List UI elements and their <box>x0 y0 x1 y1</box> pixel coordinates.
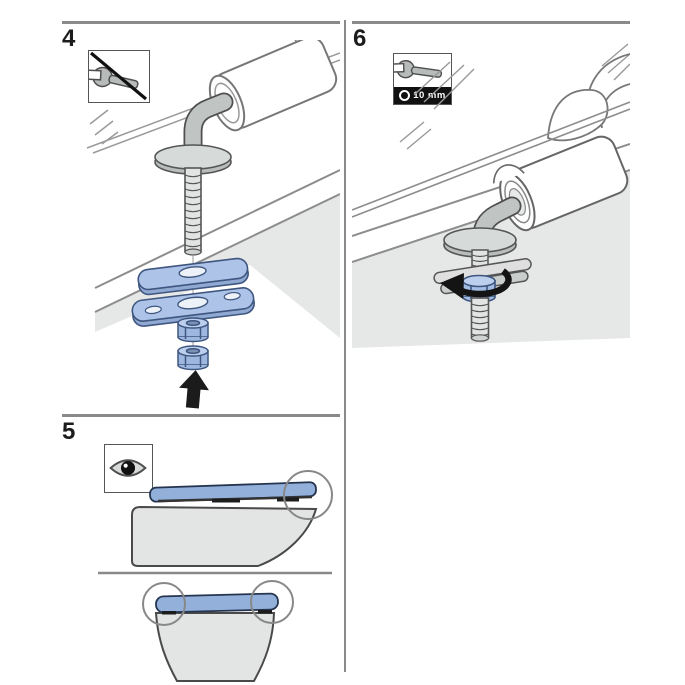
rotate-arrow-icon <box>440 268 512 299</box>
seat-hinge-tube <box>492 135 629 232</box>
alignment-highlight-circle-right <box>250 580 294 624</box>
step-4-illustration <box>86 40 340 409</box>
tool-size-label: 10 mm <box>413 89 446 101</box>
ring-spanner-icon <box>399 90 411 101</box>
step-5-number: 5 <box>62 418 76 445</box>
seat-corner-outlines <box>547 53 630 142</box>
toilet-side-view <box>131 470 333 567</box>
seat-hinge-tube <box>208 40 338 132</box>
hinge-bolt-elbow <box>183 92 234 166</box>
step-6-number: 6 <box>353 25 367 52</box>
hinge-disc-washer <box>443 227 517 258</box>
step-4-number: 4 <box>62 25 76 52</box>
no-tools-icon <box>88 50 150 103</box>
hex-nut-bottom <box>177 345 209 371</box>
eye-glyph <box>109 459 147 477</box>
no-wrench-glyph <box>89 51 148 101</box>
tool-size-strip: 10 mm <box>394 87 451 104</box>
seat-rear-view <box>155 592 279 614</box>
wrench-10mm-icon: 10 mm <box>393 53 452 105</box>
hinge-disc-washer <box>154 144 232 175</box>
step-6-top-rule <box>352 21 630 24</box>
step-5-top-rule <box>62 414 340 417</box>
toilet-rear-view <box>142 580 294 682</box>
wrench-glyph <box>394 59 443 79</box>
step-6-illustration <box>352 43 630 348</box>
eye-icon <box>104 444 153 493</box>
up-arrow-icon <box>179 370 209 409</box>
threaded-rod <box>184 167 202 256</box>
column-divider <box>344 20 346 672</box>
back-edge-lines <box>352 101 630 218</box>
step-5-illustration <box>98 470 333 682</box>
oval-washer-top <box>137 257 249 296</box>
hex-nut-top <box>177 317 209 343</box>
alignment-highlight-circle <box>283 470 333 520</box>
alignment-highlight-circle-left <box>142 582 186 626</box>
background-hatching <box>399 43 630 150</box>
oval-washer-bottom <box>131 287 255 327</box>
threaded-rod <box>470 297 490 342</box>
step-4-top-rule <box>62 21 340 24</box>
